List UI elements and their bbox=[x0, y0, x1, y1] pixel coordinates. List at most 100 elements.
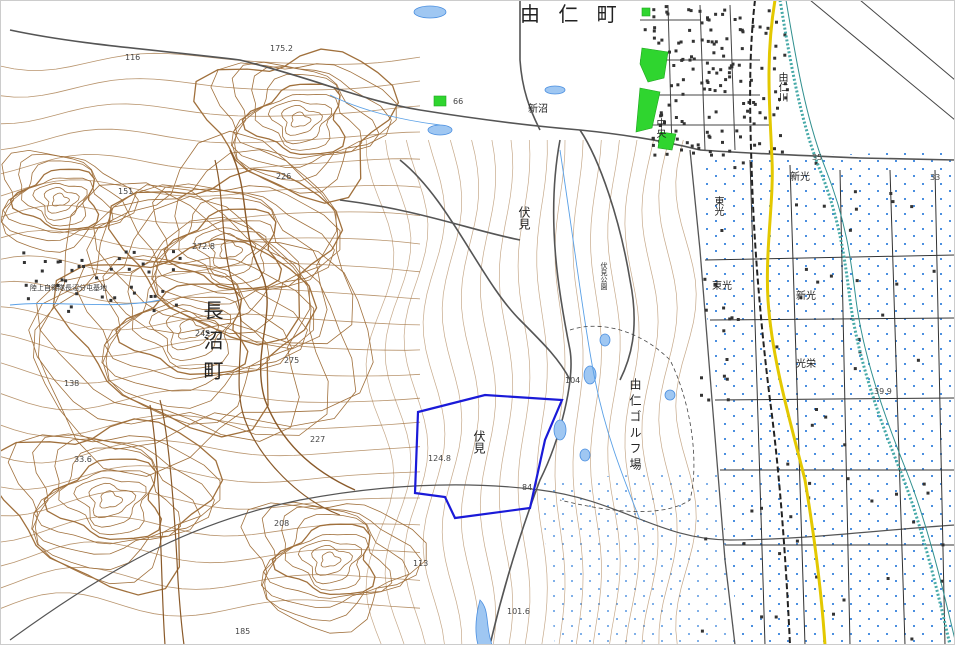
building bbox=[810, 423, 814, 427]
building bbox=[739, 135, 742, 139]
building bbox=[731, 62, 735, 66]
label-shinko-1: 新光 bbox=[790, 172, 810, 183]
building bbox=[723, 8, 727, 12]
contour-line bbox=[267, 99, 333, 145]
building bbox=[129, 285, 133, 289]
building bbox=[705, 130, 709, 134]
building bbox=[24, 283, 28, 287]
building bbox=[704, 308, 708, 312]
contour-line bbox=[0, 154, 421, 175]
building bbox=[721, 140, 724, 144]
building bbox=[674, 116, 678, 119]
building bbox=[665, 10, 669, 14]
building bbox=[715, 71, 719, 75]
building bbox=[706, 17, 710, 21]
label-chuo: 中央 bbox=[654, 118, 665, 138]
building bbox=[668, 50, 671, 54]
building bbox=[829, 274, 833, 278]
building bbox=[700, 393, 703, 397]
yuni-river bbox=[778, 0, 952, 645]
building bbox=[722, 54, 726, 58]
building bbox=[681, 92, 685, 96]
building bbox=[674, 129, 678, 133]
elevation-point: 151 bbox=[118, 187, 134, 196]
building bbox=[779, 134, 782, 138]
building bbox=[658, 124, 662, 127]
farm-roads bbox=[704, 159, 955, 645]
building bbox=[775, 345, 779, 349]
contour-line bbox=[0, 541, 421, 567]
building bbox=[643, 28, 647, 32]
building bbox=[789, 515, 793, 519]
contour-line bbox=[73, 477, 147, 528]
building bbox=[895, 492, 898, 496]
building bbox=[891, 200, 895, 204]
valley-line bbox=[149, 404, 166, 645]
elevation-point: 116 bbox=[125, 53, 141, 62]
building bbox=[714, 283, 718, 287]
building bbox=[853, 190, 857, 194]
contour-line bbox=[422, 139, 446, 645]
contour-line bbox=[0, 592, 421, 617]
elevation-point: 242 bbox=[195, 329, 211, 338]
building bbox=[714, 40, 718, 44]
contour-line bbox=[165, 310, 220, 351]
building bbox=[703, 277, 707, 281]
contour-line bbox=[0, 128, 421, 151]
contour-line bbox=[320, 551, 342, 568]
building bbox=[758, 142, 762, 146]
contour-line bbox=[260, 506, 410, 608]
contour-line bbox=[0, 306, 421, 331]
building bbox=[665, 152, 669, 156]
building bbox=[842, 598, 846, 602]
building bbox=[652, 29, 656, 33]
building bbox=[40, 269, 44, 273]
contour-line bbox=[0, 515, 421, 543]
label-yuni-town: 由 仁 町 bbox=[520, 2, 623, 26]
park-areas bbox=[433, 7, 677, 151]
building bbox=[681, 57, 685, 61]
building bbox=[799, 296, 803, 300]
building bbox=[940, 579, 944, 583]
building bbox=[174, 303, 178, 307]
contour-line bbox=[0, 78, 421, 98]
building bbox=[764, 31, 768, 35]
building bbox=[680, 120, 684, 123]
elevation-point: 35 bbox=[812, 153, 823, 162]
contour-line bbox=[0, 465, 421, 490]
contour-lines-east bbox=[365, 139, 697, 645]
building bbox=[776, 106, 779, 110]
building bbox=[766, 26, 770, 30]
building bbox=[751, 24, 755, 28]
contour-line bbox=[536, 139, 548, 645]
contour-line bbox=[0, 418, 224, 596]
golf-course-boundary bbox=[559, 325, 695, 512]
building bbox=[82, 265, 86, 268]
building bbox=[760, 506, 763, 510]
contour-line bbox=[261, 501, 422, 622]
building bbox=[746, 109, 750, 113]
label-toko-2: 東光 bbox=[712, 281, 732, 292]
contour-line bbox=[208, 232, 257, 269]
building bbox=[738, 16, 742, 20]
building bbox=[653, 26, 657, 30]
building bbox=[676, 83, 680, 87]
contour-line bbox=[675, 139, 697, 645]
building bbox=[711, 67, 715, 71]
contour-line bbox=[498, 139, 514, 645]
building bbox=[721, 153, 725, 157]
building bbox=[740, 28, 744, 32]
building bbox=[670, 84, 673, 88]
building bbox=[910, 205, 914, 209]
contour-line bbox=[0, 52, 421, 71]
contour-line bbox=[271, 523, 376, 596]
building bbox=[795, 203, 798, 207]
label-sdf-depot: 陸上自衛隊長沼分屯基地 bbox=[30, 284, 107, 292]
contour-line bbox=[1, 149, 139, 253]
building bbox=[178, 256, 182, 260]
building bbox=[725, 37, 729, 41]
building bbox=[752, 101, 756, 104]
building bbox=[728, 66, 732, 70]
